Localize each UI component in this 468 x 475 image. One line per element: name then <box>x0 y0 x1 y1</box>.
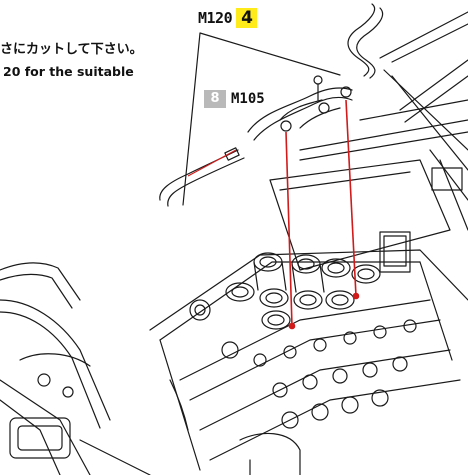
instruction-note-japanese: さにカットして下さい。 <box>0 42 143 57</box>
breather-pipe-assembly <box>247 75 353 141</box>
engine-detail-rows <box>169 299 417 475</box>
guide-dot-left <box>288 322 296 330</box>
guide-line-left <box>285 131 293 327</box>
instruction-note-english: 20 for the suitable <box>3 64 134 79</box>
part-callout-m105: 8 M105 <box>204 90 265 108</box>
part-callout-m120: M120 4 <box>198 8 258 28</box>
guide-line-right <box>345 99 357 297</box>
callout-leader-line <box>182 32 341 206</box>
hose-guide-line <box>187 149 237 177</box>
hose-segment-upper <box>347 3 384 79</box>
quantity-badge: 4 <box>236 8 258 28</box>
lower-left-frame <box>0 262 151 475</box>
frame-tubes <box>299 11 468 231</box>
intake-trumpets <box>225 252 381 330</box>
guide-dot-right <box>352 292 360 300</box>
part-code-m120: M120 <box>198 9 233 27</box>
hose-segment-left <box>159 147 245 207</box>
step-badge: 8 <box>204 90 226 108</box>
red-guide-lines <box>187 99 360 330</box>
part-code-m105: M105 <box>231 91 265 107</box>
